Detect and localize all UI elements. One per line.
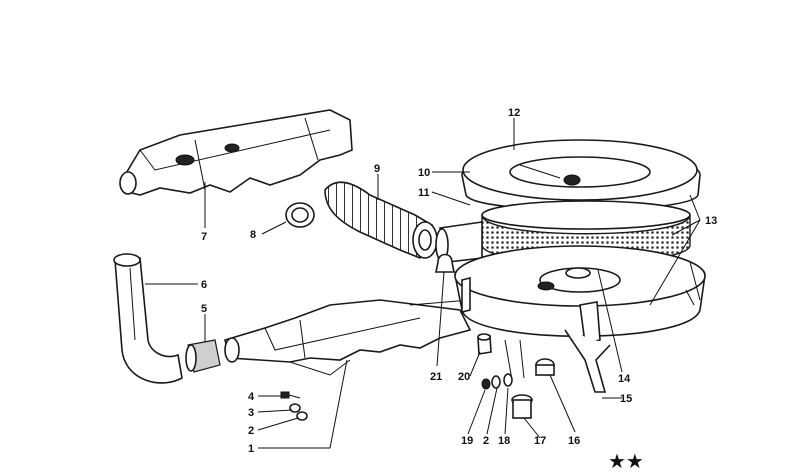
elbow-pipe — [113, 253, 183, 384]
label-13: 13 — [705, 215, 717, 227]
label-12: 12 — [508, 107, 520, 119]
mounting-bracket — [504, 339, 525, 381]
bolt-washer-set — [280, 391, 308, 421]
label-20: 20 — [458, 371, 470, 383]
label-4: 4 — [248, 391, 255, 403]
label-17: 17 — [534, 435, 546, 447]
upper-intake-duct — [119, 109, 353, 196]
label-10: 10 — [418, 167, 430, 179]
label-18: 18 — [498, 435, 510, 447]
label-7: 7 — [201, 231, 207, 243]
filter-lid — [461, 139, 701, 211]
small-fittings — [481, 358, 555, 419]
corrugated-hose — [324, 181, 438, 260]
label-6: 6 — [201, 279, 207, 291]
clamp-clips — [461, 276, 611, 393]
hose-ring — [285, 202, 315, 228]
leader-lines — [145, 118, 701, 449]
label-21: 21 — [430, 371, 442, 383]
cap-21 — [435, 253, 455, 273]
label-16: 16 — [568, 435, 580, 447]
label-14: 14 — [618, 373, 631, 385]
filter-housing — [454, 245, 706, 338]
footer-stars: ★★ — [608, 449, 644, 473]
label-9: 9 — [374, 163, 380, 175]
label-19: 19 — [461, 435, 473, 447]
cap-20 — [477, 333, 492, 355]
label-1: 1 — [248, 443, 254, 455]
label-5: 5 — [201, 303, 207, 315]
label-8: 8 — [250, 229, 256, 241]
sleeve — [185, 339, 221, 373]
part-labels: 12 10 11 13 9 8 7 6 5 4 3 2 1 21 20 14 1… — [201, 107, 717, 455]
label-3: 3 — [248, 407, 254, 419]
label-11: 11 — [418, 187, 430, 199]
lower-intake-duct — [224, 299, 472, 376]
label-15: 15 — [620, 393, 632, 405]
label-2b: 2 — [483, 435, 489, 447]
label-2a: 2 — [248, 425, 254, 437]
